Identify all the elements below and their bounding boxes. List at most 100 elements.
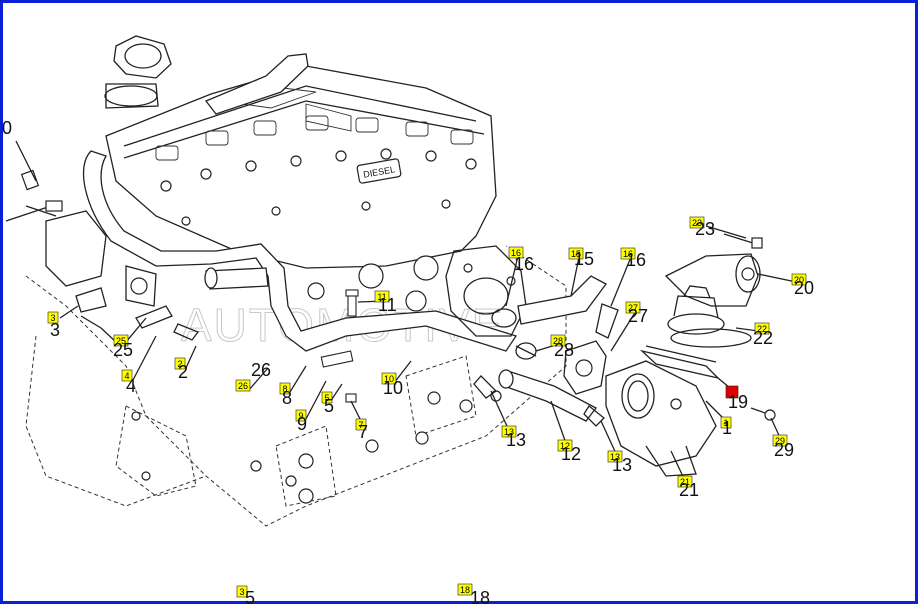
svg-text:5: 5 xyxy=(324,396,334,416)
hose-clamp-28 xyxy=(515,342,537,360)
svg-text:13: 13 xyxy=(506,430,526,450)
svg-text:2: 2 xyxy=(177,359,182,369)
callout-18[interactable]: 18 18 xyxy=(457,583,490,604)
svg-text:13: 13 xyxy=(504,427,514,437)
svg-text:12: 12 xyxy=(560,441,570,451)
svg-text:15: 15 xyxy=(571,249,581,259)
svg-text:5: 5 xyxy=(245,588,255,604)
gasket-27 xyxy=(563,340,607,395)
engine-block: DIESEL xyxy=(25,35,567,527)
svg-text:7: 7 xyxy=(358,422,368,442)
callout-35[interactable]: 3 5 xyxy=(236,585,255,604)
svg-text:18: 18 xyxy=(470,588,490,604)
svg-text:0: 0 xyxy=(2,118,12,138)
lower-hose xyxy=(498,369,597,422)
svg-text:23: 23 xyxy=(692,218,702,228)
callout-11[interactable]: 11 11 xyxy=(374,290,397,315)
coolant-pipe-main xyxy=(82,150,518,352)
callout-12[interactable]: 12 12 xyxy=(557,439,581,464)
svg-text:27: 27 xyxy=(628,303,638,313)
svg-text:19: 19 xyxy=(728,392,748,412)
callout-27[interactable]: 27 27 xyxy=(625,301,648,326)
svg-text:16: 16 xyxy=(511,248,521,258)
svg-text:8: 8 xyxy=(282,384,287,394)
svg-text:22: 22 xyxy=(757,324,767,334)
svg-text:12: 12 xyxy=(561,444,581,464)
svg-text:28: 28 xyxy=(553,336,563,346)
engine-cooling-exploded-diagram: AUTOMOTIVE xyxy=(2,35,814,604)
svg-text:26: 26 xyxy=(251,360,271,380)
callouts: 0 3 3 25 25 4 4 2 2 26 26 xyxy=(2,118,814,604)
hose-clamps-13 xyxy=(473,375,605,427)
callout-1[interactable]: 1 1 xyxy=(720,416,732,438)
svg-text:25: 25 xyxy=(113,340,133,360)
svg-text:5: 5 xyxy=(324,393,329,403)
callout-25[interactable]: 25 25 xyxy=(113,334,133,360)
svg-text:2: 2 xyxy=(178,362,188,382)
callout-20[interactable]: 20 20 xyxy=(791,273,814,298)
svg-text:3: 3 xyxy=(50,320,60,340)
callout-8[interactable]: 8 8 xyxy=(279,382,292,408)
svg-text:3: 3 xyxy=(50,313,55,323)
svg-text:7: 7 xyxy=(358,420,363,430)
svg-text:22: 22 xyxy=(753,328,773,348)
thermostat xyxy=(667,285,752,348)
svg-text:9: 9 xyxy=(297,414,307,434)
water-pump xyxy=(445,245,527,337)
callout-22[interactable]: 22 22 xyxy=(753,322,773,348)
svg-text:27: 27 xyxy=(628,306,648,326)
svg-text:28: 28 xyxy=(554,340,574,360)
bolt-29 xyxy=(750,407,776,421)
svg-text:9: 9 xyxy=(298,411,303,421)
svg-text:25: 25 xyxy=(116,336,126,346)
svg-text:10: 10 xyxy=(383,378,403,398)
callout-10[interactable]: 10 10 xyxy=(381,372,403,398)
callout-19-selected[interactable]: 19 xyxy=(725,385,748,412)
small-fasteners xyxy=(135,289,359,403)
svg-text:18: 18 xyxy=(460,585,470,595)
svg-text:10: 10 xyxy=(384,374,394,384)
callout-23[interactable]: 23 23 xyxy=(689,216,715,239)
callout-9[interactable]: 9 9 xyxy=(295,409,307,434)
callout-16-a[interactable]: 16 16 xyxy=(508,246,534,274)
svg-text:20: 20 xyxy=(794,275,804,285)
callout-26[interactable]: 26 26 xyxy=(235,360,271,392)
gasket-19 xyxy=(639,345,721,380)
callout-15[interactable]: 15 15 xyxy=(568,247,594,269)
svg-text:11: 11 xyxy=(378,295,397,315)
svg-text:29: 29 xyxy=(774,440,794,460)
svg-text:26: 26 xyxy=(238,381,248,391)
left-outlet-assembly xyxy=(5,169,157,343)
svg-text:1: 1 xyxy=(723,418,728,428)
svg-text:4: 4 xyxy=(124,371,129,381)
callout-28[interactable]: 28 28 xyxy=(550,334,574,360)
svg-text:16: 16 xyxy=(514,254,534,274)
svg-text:21: 21 xyxy=(679,480,699,500)
svg-text:3: 3 xyxy=(239,587,244,597)
svg-text:16: 16 xyxy=(623,249,633,259)
callout-16-b[interactable]: 16 16 xyxy=(620,247,646,270)
bypass-hose xyxy=(517,275,619,339)
svg-text:16: 16 xyxy=(626,250,646,270)
callout-3[interactable]: 3 3 xyxy=(47,311,60,340)
svg-text:11: 11 xyxy=(377,292,386,302)
callout-21[interactable]: 21 21 xyxy=(677,475,699,500)
callout-4[interactable]: 4 4 xyxy=(121,369,136,396)
callout-5[interactable]: 5 5 xyxy=(321,391,334,416)
svg-text:20: 20 xyxy=(794,278,814,298)
callout-2[interactable]: 2 2 xyxy=(174,357,188,382)
callout-29[interactable]: 29 29 xyxy=(772,434,794,460)
thermostat-housing xyxy=(605,360,717,477)
bolt-23 xyxy=(723,233,763,249)
callout-13-a[interactable]: 13 13 xyxy=(501,425,526,450)
svg-text:15: 15 xyxy=(574,249,594,269)
callout-13-b[interactable]: 13 13 xyxy=(607,450,632,475)
callout-7[interactable]: 7 7 xyxy=(355,418,368,442)
svg-text:8: 8 xyxy=(282,388,292,408)
svg-text:21: 21 xyxy=(680,477,690,487)
callout-0[interactable]: 0 xyxy=(2,118,12,138)
svg-text:4: 4 xyxy=(126,376,136,396)
svg-text:29: 29 xyxy=(775,436,785,446)
svg-text:13: 13 xyxy=(612,455,632,475)
